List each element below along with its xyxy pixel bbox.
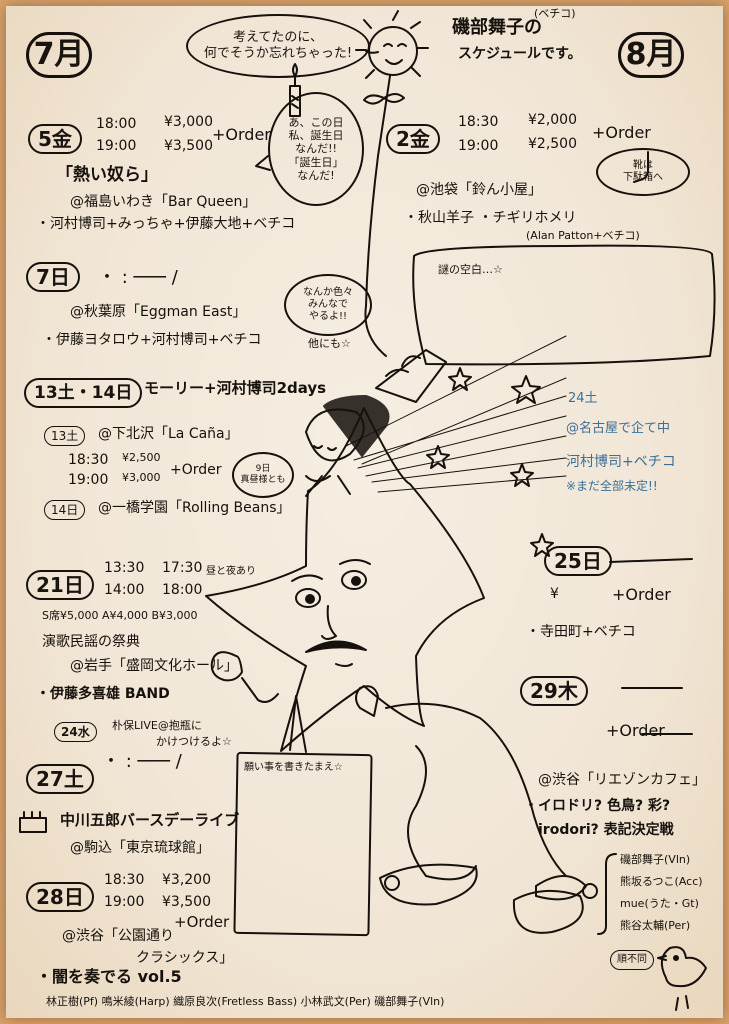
time: 14:00 (104, 582, 145, 598)
price: ¥3,000 (122, 471, 161, 484)
date-aug-2: 2金 (386, 124, 440, 154)
order-label: +Order (170, 462, 222, 478)
time: 17:30 (162, 560, 203, 576)
time: 13:30 (104, 560, 145, 576)
date-july-24: 24水 (54, 722, 97, 742)
shoes-bubble: 靴は下駄箱へ (596, 148, 690, 196)
date-july-28: 28日 (26, 882, 94, 912)
thought-bubble: 考えてたのに、何でそうか忘れちゃった! (186, 14, 370, 78)
event-title: モーリー+河村博司2days (144, 379, 327, 397)
event-title: 「熱い奴ら」 (56, 165, 158, 185)
order-label: +Order (174, 913, 230, 931)
event-members: 林正樹(Pf) 鳴米綾(Harp) 織原良次(Fretless Bass) 小林… (46, 995, 445, 1008)
price: ¥3,500 (162, 894, 211, 910)
order-label: +Order (612, 585, 671, 604)
cake-icon (19, 811, 47, 833)
event-lineup-sub: (Alan Patton+ベチコ) (526, 229, 640, 242)
price: ¥2,500 (528, 136, 577, 152)
member: 磯部舞子(Vln) (620, 853, 691, 866)
event-venue: @秋葉原「Eggman East」 (70, 304, 247, 320)
day-night-note: 昼と夜あり (206, 566, 256, 577)
event-title: 中川五郎バースデーライブ (60, 811, 240, 829)
price-tiers: S席¥5,000 A¥4,000 B¥3,000 (42, 609, 198, 622)
member: mue(うた・Gt) (620, 897, 699, 910)
time: 18:30 (104, 872, 145, 888)
date-july-21: 21日 (26, 570, 94, 600)
birthday-bubble: あ、この日私、誕生日なんだ!!「誕生日」なんだ! (268, 92, 364, 206)
event-title: ・闇を奏でる vol.5 (36, 967, 182, 986)
event-title-2: irodori? 表記決定戦 (538, 822, 674, 838)
member: 熊谷太輔(Per) (620, 919, 691, 932)
date-july-7: 7日 (26, 262, 80, 292)
plan-caution: ※まだ全部未定!! (566, 479, 658, 493)
event-lineup: ・秋山羊子 ・チギリホメリ (404, 210, 577, 226)
event-venue: @岩手「盛岡文化ホール」 (70, 658, 238, 674)
member: 熊坂るつこ(Acc) (620, 875, 703, 888)
event-venue: @渋谷「リエゾンカフェ」 (538, 772, 706, 788)
date-july-27: 27土 (26, 764, 94, 794)
date-july-5: 5金 (28, 124, 82, 154)
side-note: 朴保LIVE@抱瓶に (112, 719, 202, 732)
event-venue: @渋谷「公園通り (62, 928, 174, 944)
iroiro-bubble: なんか色々みんなでやるよ!! (284, 274, 372, 336)
price: ¥3,000 (164, 114, 213, 130)
month-july: 7月 (26, 32, 92, 78)
flyer-sheet: 7月 8月 考えてたのに、何でそうか忘れちゃった! (ベチコ) 磯部舞子の スケ… (6, 6, 723, 1018)
price: ¥2,000 (528, 112, 577, 128)
event-title: ・イロドリ? 色鳥? 彩? (524, 798, 671, 814)
title-ruby: (ベチコ) (534, 7, 576, 20)
page-subtitle: スケジュールです。 (458, 46, 582, 62)
event-lineup: ・伊藤ヨタロウ+河村博司+ベチコ (42, 332, 262, 348)
blank-note: 謎の空白…☆ (438, 263, 503, 276)
month-august: 8月 (618, 32, 684, 78)
time: 19:00 (96, 138, 137, 154)
event-lineup: ・伊藤多喜雄 BAND (36, 686, 170, 702)
date-aug-25: 25日 (544, 546, 612, 576)
price: ¥3,500 (164, 138, 213, 154)
order-label: +Order (592, 123, 651, 142)
event-venue: @一橋学園「Rolling Beans」 (98, 500, 291, 516)
event-venue: @下北沢「La Caña」 (98, 426, 239, 442)
time: 18:00 (162, 582, 203, 598)
time: 18:30 (458, 114, 499, 130)
date-pill-14: 14日 (44, 500, 86, 520)
date-pill-13: 13土 (44, 426, 86, 446)
bird-icon (657, 946, 707, 1011)
big-star-outline (205, 407, 485, 752)
event-venue: @池袋「鈴ん小屋」 (416, 182, 542, 198)
event-venue: @駒込「東京琉球館」 (70, 840, 210, 856)
time-placeholder: ・ : ─── / (102, 751, 182, 772)
wish-paper-text: 願い事を書きたまえ☆ (244, 762, 343, 773)
time: 19:00 (104, 894, 145, 910)
shinzo-bubble: 9日真昼様とも (232, 452, 294, 498)
sun-flower-icon (355, 10, 429, 357)
time: 18:00 (96, 116, 137, 132)
side-note: かけつけるよ☆ (156, 735, 232, 748)
order-label: +Order (212, 125, 271, 144)
price: ¥2,500 (122, 451, 161, 464)
time: 18:30 (68, 452, 109, 468)
other-note: 他にも☆ (308, 337, 351, 350)
event-lineup: ・河村博司+みっちゃ+伊藤大地+ベチコ (36, 216, 296, 232)
time: 19:00 (68, 472, 109, 488)
event-venue: @福島いわき「Bar Queen」 (70, 194, 257, 210)
order-label: +Order (606, 721, 665, 740)
date-aug-24: 24土 (568, 391, 598, 406)
price: ¥3,200 (162, 872, 211, 888)
plan-lineup: 河村博司+ベチコ (566, 454, 676, 470)
time-placeholder: ・ : ─── / (98, 267, 178, 288)
plan-note: @名古屋で企て中 (566, 421, 671, 436)
date-aug-29: 29木 (520, 676, 588, 706)
page-title: 磯部舞子の (452, 17, 542, 38)
event-lineup: ・寺田町+ベチコ (526, 624, 636, 640)
event-title: 演歌民謡の祭典 (42, 634, 140, 650)
order-note: 順不同 (610, 950, 654, 970)
event-venue-2: クラシックス」 (136, 950, 234, 966)
time: 19:00 (458, 138, 499, 154)
price: ¥ (550, 586, 559, 602)
date-july-13-14: 13土・14日 (24, 378, 143, 408)
